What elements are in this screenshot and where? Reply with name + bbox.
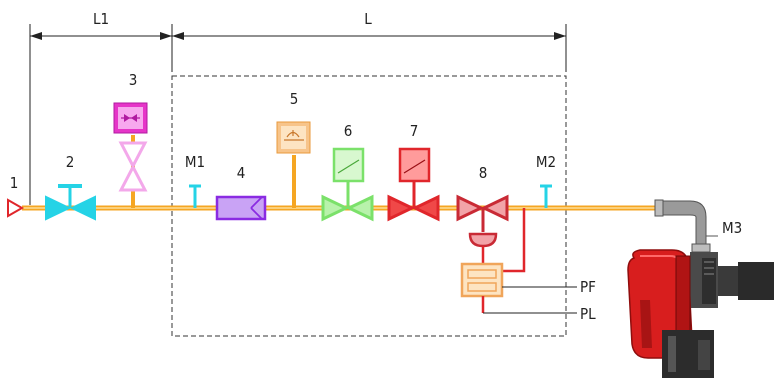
gas-pressure-switch: 5 (276, 90, 311, 208)
label-m2: M2 (536, 153, 556, 171)
label-2: 2 (66, 153, 75, 171)
pressure-control-unit: PF PL (460, 262, 596, 323)
gas-inlet: 1 (7, 174, 25, 218)
burner-icon (627, 249, 774, 378)
label-6: 6 (344, 122, 353, 140)
label-8: 8 (479, 164, 488, 182)
manual-shutoff-valve: 2 (45, 153, 96, 221)
dimension-l1-label: L1 (93, 10, 109, 28)
gas-filter: 4 (215, 164, 267, 221)
label-1: 1 (10, 174, 19, 192)
dimension-l1: L1 (29, 10, 173, 205)
label-m3: M3 (722, 219, 742, 237)
label-pl: PL (580, 305, 596, 323)
impulse-line (502, 208, 526, 273)
pressure-regulator-valve-8: 8 (456, 164, 509, 264)
safety-valve-6: 6 (321, 122, 374, 222)
pressure-test-point-m3: M3 (706, 219, 742, 237)
pressure-test-point-m2: M2 (536, 153, 556, 208)
dimension-l: L (172, 10, 567, 72)
label-3: 3 (129, 71, 138, 89)
label-4: 4 (237, 164, 246, 182)
burner-connection-pipe (654, 199, 711, 253)
dimension-l-label: L (364, 10, 372, 28)
pressure-test-point-m1: M1 (185, 153, 205, 208)
pressure-regulator-device: 3 (113, 71, 148, 208)
label-7: 7 (410, 122, 419, 140)
label-m1: M1 (185, 153, 205, 171)
safety-valve-7: 7 (387, 122, 440, 222)
label-5: 5 (290, 90, 299, 108)
label-pf: PF (580, 278, 596, 296)
